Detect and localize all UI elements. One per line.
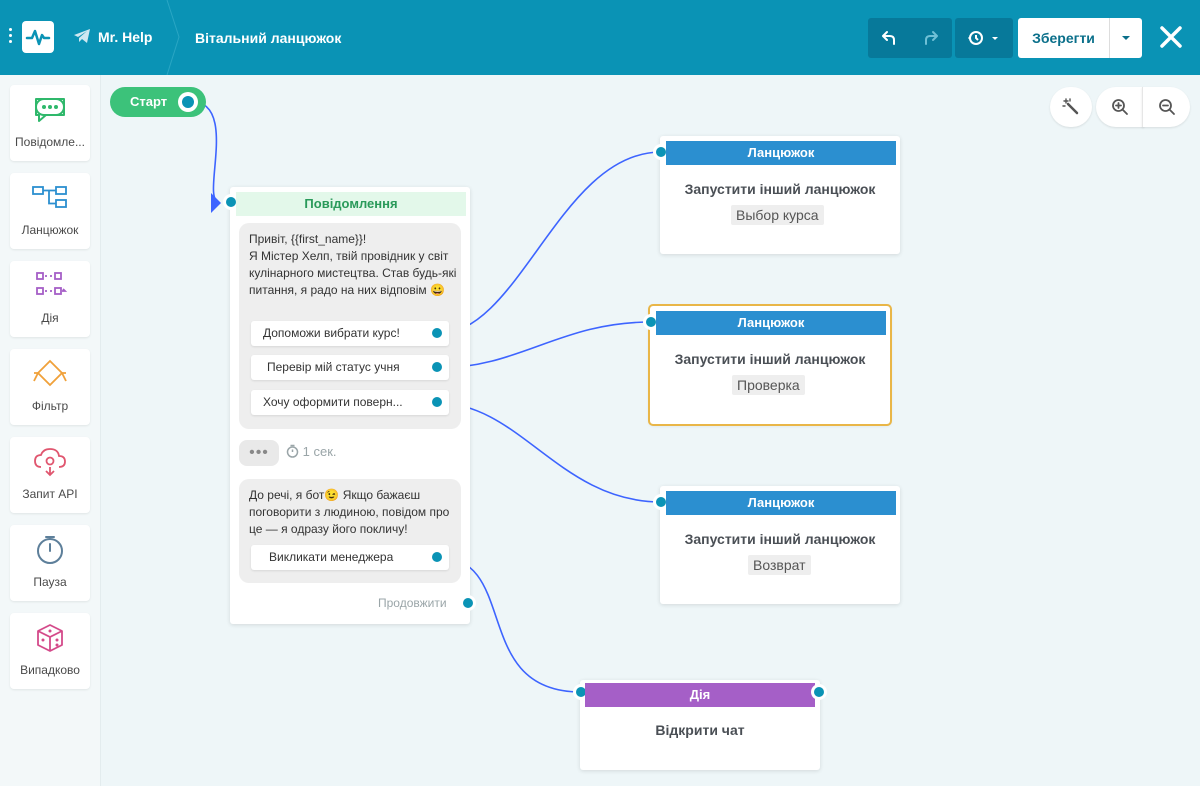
save-options-button[interactable]	[1110, 18, 1142, 58]
chain-target-tag: Выбор курса	[731, 205, 824, 225]
save-group: Зберегти	[1018, 18, 1142, 58]
tool-api-request[interactable]: Запит API	[10, 437, 90, 513]
button-output-port[interactable]	[429, 359, 445, 375]
tool-chain[interactable]: Ланцюжок	[10, 173, 90, 249]
chain-icon	[32, 186, 67, 208]
wire-to-chain-3	[437, 402, 662, 503]
message-node-title: Повідомлення	[236, 192, 466, 216]
quick-reply-button[interactable]: Хочу оформити поверн...	[251, 390, 449, 415]
app-logo[interactable]	[22, 21, 54, 53]
chain-node-title: Ланцюжок	[666, 491, 896, 515]
chain-input-port[interactable]	[653, 144, 669, 160]
start-output-port[interactable]	[178, 92, 198, 112]
quick-reply-button[interactable]: Перевір мій статус учня	[251, 355, 449, 380]
quick-reply-button[interactable]: Викликати менеджера	[251, 545, 449, 570]
history-icon	[968, 31, 998, 45]
continue-label: Продовжити	[378, 596, 447, 610]
continue-output-port[interactable]	[460, 595, 476, 611]
breadcrumb-separator	[166, 0, 180, 75]
action-node[interactable]: Дія Відкрити чат	[573, 680, 827, 770]
tool-pause[interactable]: Пауза	[10, 525, 90, 601]
chain-node-title: Ланцюжок	[656, 311, 886, 335]
chain-input-port[interactable]	[653, 494, 669, 510]
wire-to-chain-1	[437, 151, 662, 335]
message-bubble[interactable]: До речі, я бот😉 Якщо бажаєш поговорити з…	[239, 479, 461, 583]
tool-random[interactable]: Випадково	[10, 613, 90, 689]
input-arrow-icon	[211, 193, 221, 213]
menu-dots-icon[interactable]	[9, 28, 13, 46]
bot-name-link[interactable]: Mr. Help	[98, 29, 153, 45]
chain-node[interactable]: Ланцюжок Запустити інший ланцюжок Возвра…	[653, 486, 900, 604]
start-node[interactable]: Старт	[110, 87, 206, 117]
api-icon	[34, 448, 66, 477]
delay-label: 1 сек.	[286, 444, 337, 459]
chain-node[interactable]: Ланцюжок Запустити інший ланцюжок Выбор …	[653, 136, 900, 254]
undo-redo-group	[868, 18, 952, 58]
tool-action[interactable]: Дія	[10, 261, 90, 337]
tool-filter[interactable]: Фільтр	[10, 349, 90, 425]
message-node[interactable]: Повідомлення Привіт, {{first_name}}! Я М…	[211, 187, 476, 624]
auto-arrange-button[interactable]	[1050, 87, 1092, 127]
action-text: Відкрити чат	[655, 722, 745, 738]
tools-sidebar: Повідомле... Ланцюжок Дія Фільтр Запит A…	[0, 75, 101, 786]
chain-input-port[interactable]	[643, 314, 659, 330]
zoom-in-icon	[1112, 99, 1128, 115]
flow-name: Вітальний ланцюжок	[195, 30, 342, 46]
message-bubble[interactable]: Привіт, {{first_name}}! Я Містер Хелп, т…	[239, 223, 461, 429]
timer-icon	[37, 536, 63, 564]
button-output-port[interactable]	[429, 394, 445, 410]
filter-icon	[33, 359, 67, 387]
undo-icon	[882, 31, 895, 45]
action-output-port[interactable]	[811, 684, 827, 700]
zoom-out-icon	[1158, 99, 1175, 115]
zoom-out-button[interactable]	[1142, 87, 1190, 127]
undo-button[interactable]	[868, 18, 910, 58]
button-output-port[interactable]	[429, 325, 445, 341]
redo-icon	[925, 31, 938, 45]
message-text: До речі, я бот😉 Якщо бажаєш поговорити з…	[249, 488, 450, 536]
close-icon[interactable]	[1158, 24, 1184, 50]
chain-node-selected[interactable]: Ланцюжок Запустити інший ланцюжок Провер…	[643, 304, 892, 426]
chain-action-text: Запустити інший ланцюжок	[684, 181, 876, 197]
message-input-port[interactable]	[223, 194, 239, 210]
typing-indicator[interactable]: •••	[239, 440, 279, 466]
dice-icon	[37, 624, 63, 652]
chain-target-tag: Проверка	[732, 375, 805, 395]
zoom-in-button[interactable]	[1096, 87, 1144, 127]
save-button[interactable]: Зберегти	[1018, 18, 1110, 58]
chain-node-title: Ланцюжок	[666, 141, 896, 165]
top-bar: Mr. Help Вітальний ланцюжок Зберегти	[0, 0, 1200, 75]
chain-action-text: Запустити інший ланцюжок	[674, 351, 866, 367]
action-node-title: Дія	[585, 683, 815, 707]
chain-action-text: Запустити інший ланцюжок	[684, 531, 876, 547]
stopwatch-icon	[286, 444, 299, 458]
action-icon	[36, 272, 68, 295]
quick-reply-button[interactable]: Допоможи вибрати курс!	[251, 321, 449, 346]
tool-message[interactable]: Повідомле...	[10, 85, 90, 161]
magic-wand-icon	[1062, 98, 1079, 115]
message-text: Привіт, {{first_name}}! Я Містер Хелп, т…	[249, 232, 457, 297]
start-label: Старт	[130, 94, 168, 109]
button-output-port[interactable]	[429, 549, 445, 565]
chevron-down-icon	[1122, 36, 1130, 40]
delay-value: 1 сек.	[302, 444, 337, 459]
redo-button[interactable]	[910, 18, 952, 58]
history-button[interactable]	[955, 18, 1013, 58]
message-icon	[35, 98, 65, 122]
chain-target-tag: Возврат	[748, 555, 811, 575]
telegram-icon	[74, 29, 90, 43]
